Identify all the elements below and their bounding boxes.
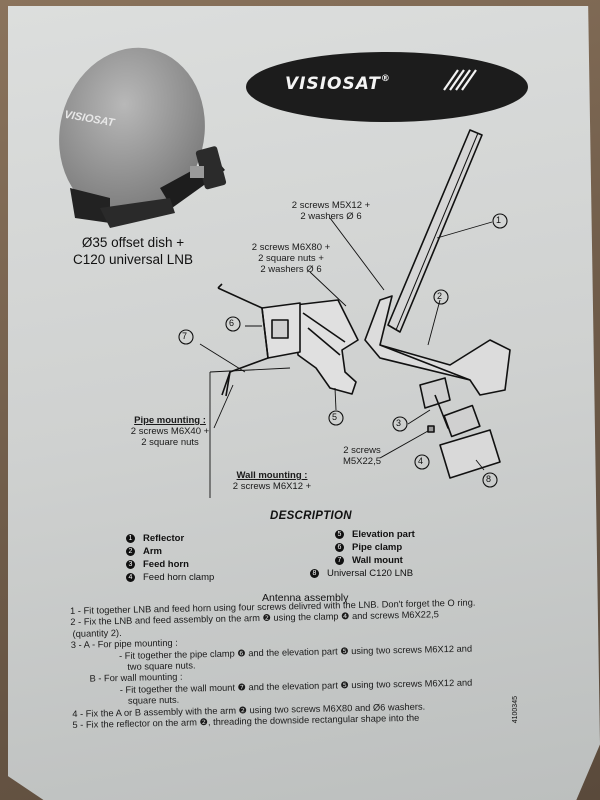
brand-registered-mark: ® [380,74,391,84]
callout-6: 6 [229,318,235,328]
label-washers-6b: 2 washers Ø 6 [260,264,322,275]
callout-2: 2 [437,291,443,301]
pipe-mounting-line-1: 2 screws M6X40 + [130,426,210,437]
document-code: 4100345 [512,696,519,724]
assembly-title: Antenna assembly [262,592,349,604]
wall-mounting-line-1: 2 screws M6X12 + [232,481,312,492]
clamp-screws-line-1: 2 screws [343,445,381,456]
callout-8: 8 [486,474,492,484]
callout-5: 5 [332,412,338,422]
callout-4: 4 [418,456,424,466]
callout-1: 1 [496,215,502,225]
pipe-mounting-line-2: 2 square nuts [141,437,199,448]
description-title: DESCRIPTION [270,510,352,522]
assembly-steps: 1 - Fit together LNB and feed horn using… [70,596,533,731]
callout-3: 3 [396,418,402,428]
caption-line-1: Ø35 offset dish + [81,235,185,250]
clamp-screws-line-2: M5X22,5 [342,456,382,467]
dish-product-image [59,47,227,228]
label-square-nuts: 2 square nuts + [258,253,324,264]
visiosat-logo [246,52,528,122]
caption-line-2: C120 universal LNB [72,252,194,267]
pipe-mounting-title: Pipe mounting : [134,415,206,426]
callout-7: 7 [182,331,188,341]
label-washers-6: 2 washers Ø 6 [300,211,362,222]
wall-mounting-title: Wall mounting : [236,470,308,481]
brand-name: VISIOSAT [285,74,381,94]
label-screws-m5x12: 2 screws M5X12 + [291,200,371,211]
label-screws-m6x80: 2 screws M6X80 + [251,242,331,253]
